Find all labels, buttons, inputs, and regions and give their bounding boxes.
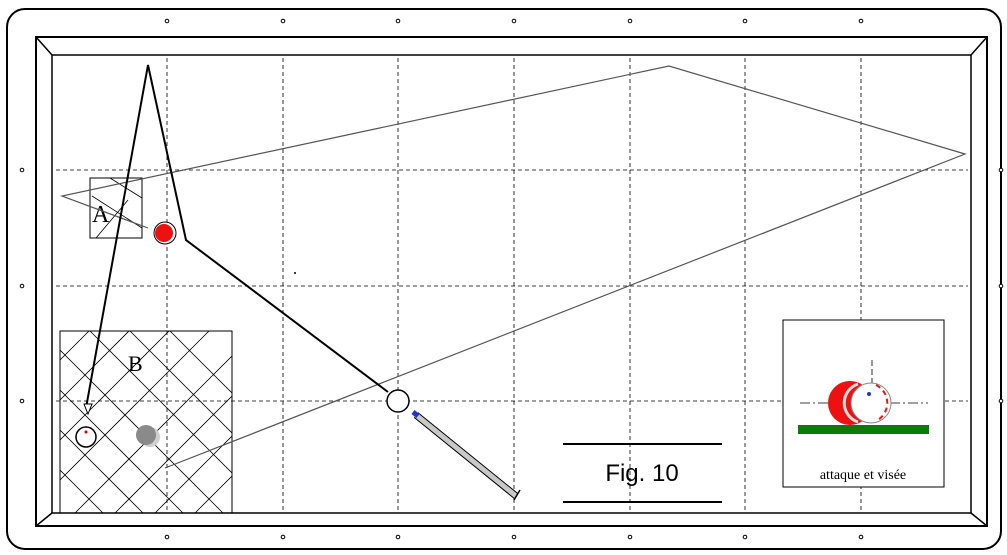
figure-caption: Fig. 10 [563,443,722,503]
diamond-marker-icon [511,534,517,540]
diamond-marker-icon [742,534,748,540]
zone-b-label: B [128,351,143,376]
diamond-marker-icon [280,18,286,24]
arrow-tip-icon [83,403,93,416]
diamond-marker-icon [164,18,170,24]
cue-ball-start-icon [75,426,97,448]
diamond-marker-icon [511,18,517,24]
cue-ball-path [85,64,389,409]
diamond-marker-icon [395,18,401,24]
diamond-marker-icon [858,534,864,540]
diamond-marker-icon [742,18,748,24]
zone-b-balls [75,425,160,448]
diamond-marker-icon [627,534,633,540]
diamond-marker-icon [19,398,25,404]
diamond-marker-icon [998,167,1004,173]
cloth-line [798,425,929,434]
diamond-marker-icon [998,398,1004,404]
diamond-marker-icon [19,167,25,173]
white-ball-icon [850,382,892,424]
diamond-marker-icon [280,534,286,540]
diamond-marker-icon [627,18,633,24]
cue-stick-icon [411,410,521,501]
diamond-marker-icon [164,534,170,540]
diamond-marker-icon [19,283,25,289]
diamond-marker-icon [858,18,864,24]
inset-caption: attaque et visée [820,468,906,483]
diamond-marker-icon [395,534,401,540]
figure-label: Fig. 10 [605,460,678,487]
inset-attack-aim: attaque et visée [782,319,945,488]
diamond-marker-icon [998,283,1004,289]
red-ball-icon [153,221,177,245]
reference-dot [294,272,296,274]
object-ball-path [59,65,967,469]
zone-a-label: A [92,202,110,228]
diamond-markers [19,18,1004,540]
white-ball-icon [386,389,410,413]
